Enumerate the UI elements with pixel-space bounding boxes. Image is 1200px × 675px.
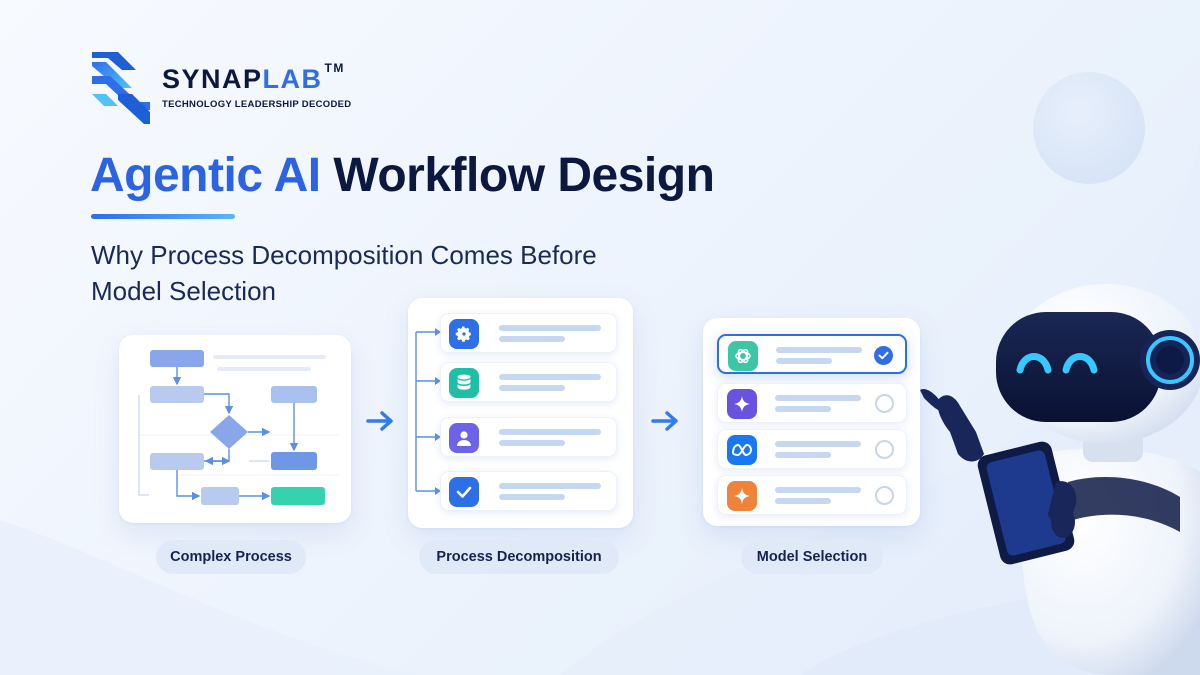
decomposition-step-4 xyxy=(440,471,617,511)
decomposition-connector xyxy=(415,328,441,495)
radio-button[interactable] xyxy=(875,486,894,505)
decomposition-step-2 xyxy=(440,362,617,402)
star-burst-icon xyxy=(727,481,757,511)
model-option-3[interactable] xyxy=(717,429,907,469)
flow-node xyxy=(150,453,204,470)
flow-decision xyxy=(210,415,248,449)
trademark-symbol: TM xyxy=(324,61,345,75)
flow-node xyxy=(201,487,239,505)
page-title: Agentic AI Workflow Design xyxy=(90,148,715,203)
flow-node xyxy=(271,386,317,403)
user-icon xyxy=(449,423,479,453)
flow-arrow-right-icon xyxy=(651,411,678,431)
radio-button[interactable] xyxy=(875,440,894,459)
flow-node xyxy=(271,452,317,470)
decomposition-step-3 xyxy=(440,417,617,457)
complex-flowchart xyxy=(138,350,339,505)
model-option-2[interactable] xyxy=(717,383,907,423)
flow-arrow-right-icon xyxy=(366,411,393,431)
brand-logo: SYNAP LAB TM TECHNOLOGY LEADERSHIP DECOD… xyxy=(88,50,351,126)
meta-logo-icon xyxy=(727,435,757,465)
checkmark-icon xyxy=(449,477,479,507)
selected-check-icon[interactable] xyxy=(874,346,893,365)
decorative-circle xyxy=(1033,72,1145,184)
title-underline xyxy=(91,214,235,219)
robot-mascot-illustration xyxy=(920,284,1200,675)
brand-name-part1: SYNAP xyxy=(162,64,263,94)
gear-icon xyxy=(449,319,479,349)
model-option-4[interactable] xyxy=(717,475,907,515)
brand-tagline: TECHNOLOGY LEADERSHIP DECODED xyxy=(162,99,352,110)
title-rest: Workflow Design xyxy=(333,149,715,202)
sparkle-icon xyxy=(727,389,757,419)
subtitle-line-1: Why Process Decomposition Comes Before xyxy=(91,240,597,270)
database-icon xyxy=(449,368,479,398)
radio-button[interactable] xyxy=(875,394,894,413)
synaplab-logo-icon xyxy=(92,52,150,124)
decomposition-step-1 xyxy=(440,313,617,353)
title-highlight: Agentic AI xyxy=(90,149,321,202)
stage-label-model-selection: Model Selection xyxy=(741,540,883,574)
flow-node-start xyxy=(150,350,204,367)
brand-name-part2: LAB xyxy=(262,64,323,94)
stage-label-process-decomposition: Process Decomposition xyxy=(419,540,619,574)
model-option-1[interactable] xyxy=(717,334,907,374)
subtitle-line-2: Model Selection xyxy=(91,276,276,306)
stage-label-complex-process: Complex Process xyxy=(156,540,306,574)
openai-logo-icon xyxy=(728,341,758,371)
flow-node xyxy=(150,386,204,403)
page-subtitle: Why Process Decomposition Comes Before M… xyxy=(91,237,711,309)
flow-node-end xyxy=(271,487,325,505)
